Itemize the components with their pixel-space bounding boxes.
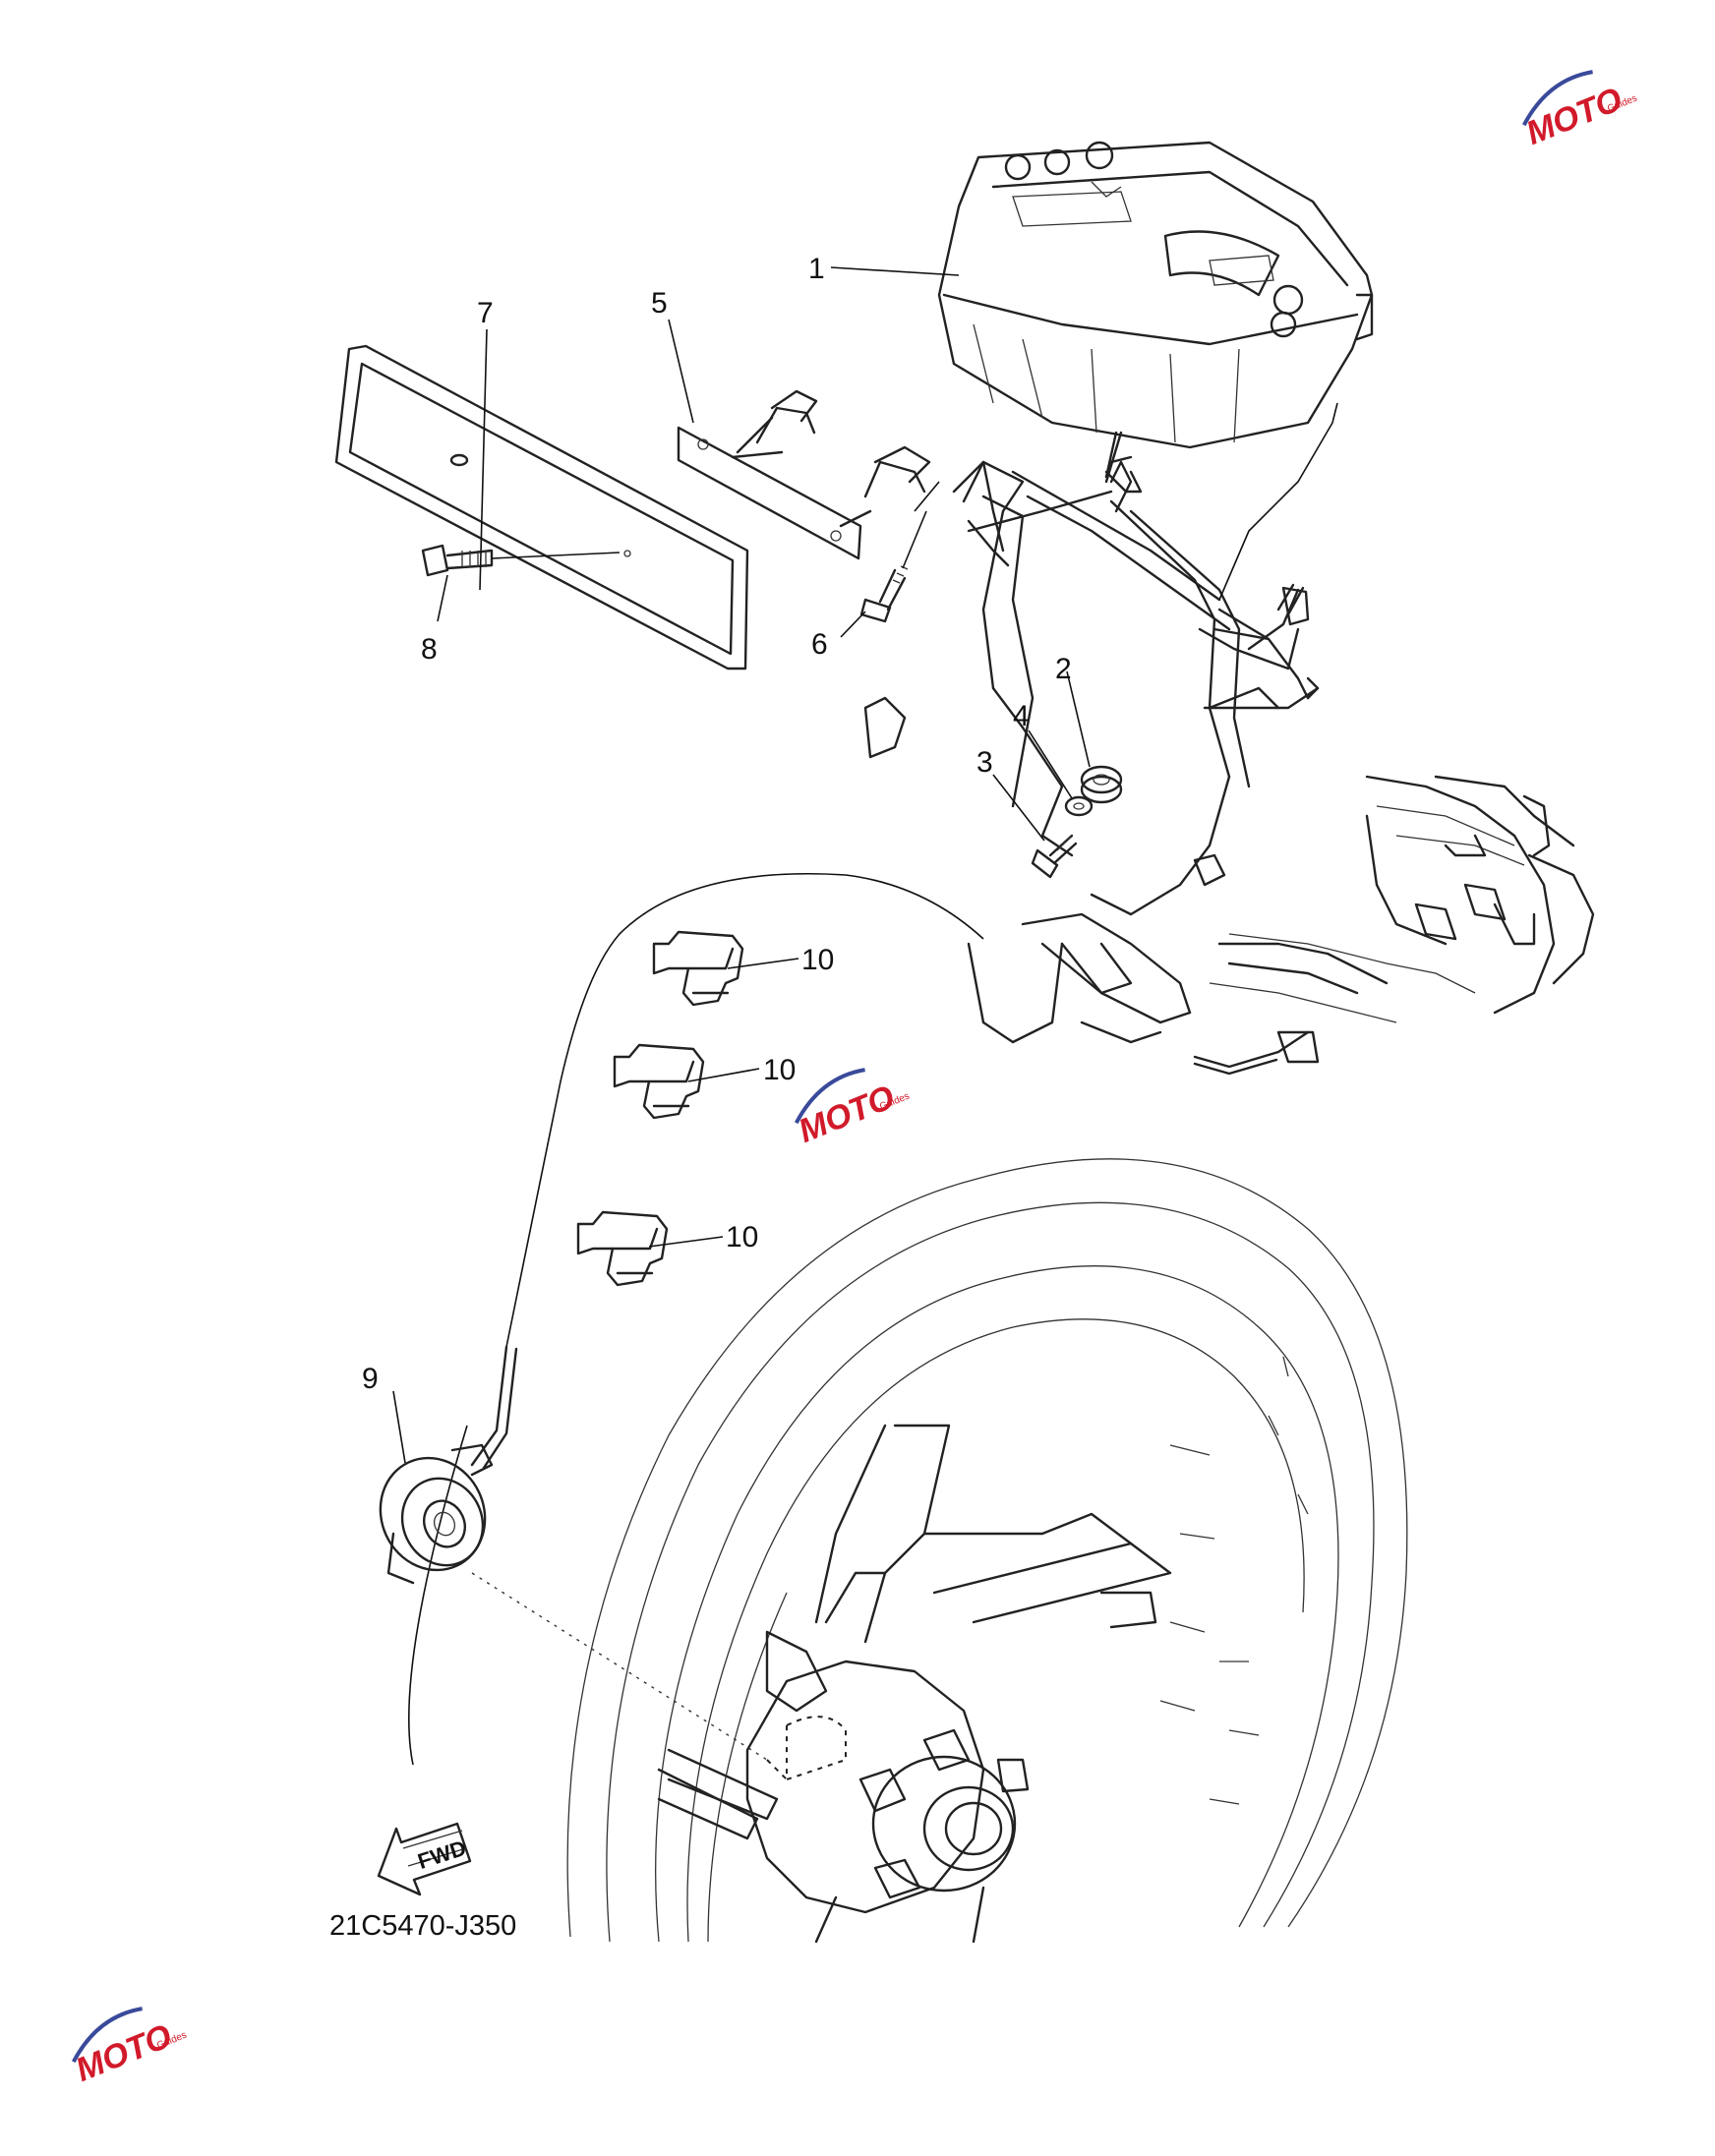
callout-2: 2 xyxy=(1055,653,1072,685)
callout-5: 5 xyxy=(651,287,668,320)
callout-8: 8 xyxy=(421,633,438,666)
callout-9: 9 xyxy=(362,1363,379,1395)
washer-part-4 xyxy=(1064,795,1094,817)
watermark-logo-bottom-left: MOTO Guides xyxy=(71,2007,189,2089)
callout-6: 6 xyxy=(811,628,828,661)
callout-10c: 10 xyxy=(726,1221,758,1253)
fwd-arrow-icon: FWD xyxy=(377,1822,472,1896)
watermark-logo-center: MOTO Guides xyxy=(794,1068,912,1150)
diagram-code: 21C5470-J350 xyxy=(329,1910,516,1942)
wire-harness xyxy=(1193,775,1595,1076)
reflector-plate-part-7 xyxy=(334,344,749,670)
svg-text:MOTO: MOTO xyxy=(1521,81,1627,152)
cable-clamp-10c xyxy=(576,1210,669,1287)
watermark-logo-top-right: MOTO Guides xyxy=(1521,70,1639,152)
callout-4: 4 xyxy=(1013,700,1030,732)
grommet-part-2 xyxy=(1080,765,1123,804)
svg-text:MOTO: MOTO xyxy=(794,1078,900,1150)
svg-text:MOTO: MOTO xyxy=(71,2017,177,2089)
meter-assembly xyxy=(937,141,1374,449)
callout-3: 3 xyxy=(976,746,993,779)
leader-lines xyxy=(392,266,1091,1464)
cable-clamp-10b xyxy=(613,1043,705,1120)
meter-bracket-stay xyxy=(863,431,1320,1044)
callout-7: 7 xyxy=(477,297,494,329)
callout-1: 1 xyxy=(808,253,825,285)
callout-10b: 10 xyxy=(763,1054,796,1086)
screw-part-3 xyxy=(1031,834,1078,879)
front-wheel xyxy=(566,1158,1408,1944)
callout-10a: 10 xyxy=(801,944,834,976)
callout-labels: 1 2 3 4 5 6 7 8 9 10 10 10 xyxy=(362,253,1072,1395)
speedometer-gear-part-9 xyxy=(379,1345,518,1585)
cable-clamp-10a xyxy=(652,930,744,1007)
fwd-label: FWD xyxy=(415,1836,469,1874)
bracket-part-5 xyxy=(677,389,931,560)
bolt-part-6 xyxy=(859,565,909,623)
